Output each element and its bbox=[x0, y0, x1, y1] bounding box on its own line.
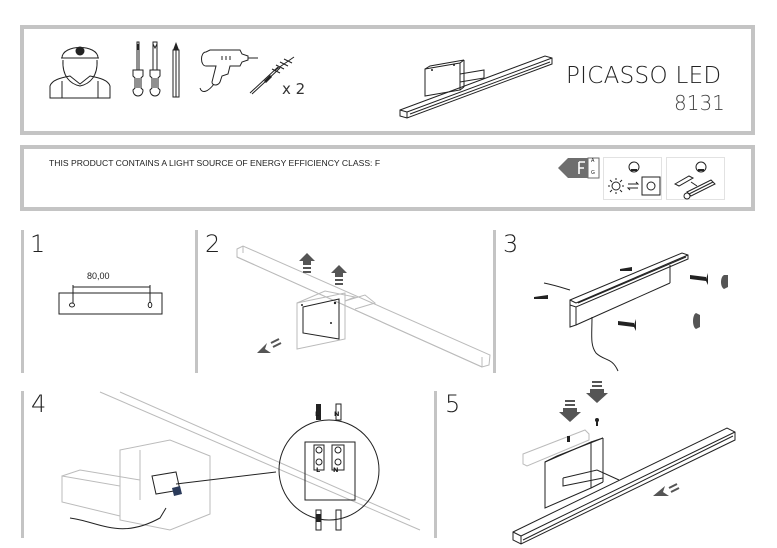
drilling-template-diagram bbox=[58, 285, 163, 315]
pencil-icon bbox=[172, 42, 180, 98]
step-1-divider bbox=[21, 230, 24, 373]
wall-plug-screw-icon bbox=[249, 56, 295, 95]
step-4-wiring-diagram bbox=[61, 391, 421, 531]
terminal-label-l-top: L bbox=[315, 410, 320, 418]
plug-quantity: x 2 bbox=[282, 80, 306, 98]
terminal-label-n-bottom: N bbox=[333, 466, 339, 474]
step-4-number: 4 bbox=[31, 390, 47, 418]
hole-spacing-dimension: 80,00 bbox=[87, 271, 110, 281]
installer-icon bbox=[49, 46, 111, 99]
control-gear-replaceable-by-professional-icon bbox=[666, 157, 725, 200]
drill-icon bbox=[199, 49, 258, 92]
energy-scale-top: A bbox=[591, 158, 595, 164]
step-5-divider bbox=[434, 391, 437, 538]
step-2-detach-diagram bbox=[236, 245, 491, 368]
terminal-label-n-top: N bbox=[334, 410, 340, 418]
energy-statement: THIS PRODUCT CONTAINS A LIGHT SOURCE OF … bbox=[49, 158, 381, 168]
step-1-number: 1 bbox=[30, 230, 46, 258]
product-name: PICASSO LED bbox=[566, 63, 722, 89]
light-source-replaceable-by-professional-icon bbox=[603, 157, 662, 200]
energy-class-label: F A G bbox=[558, 157, 600, 179]
step-5-mount-diagram bbox=[512, 381, 736, 545]
terminal-label-l-bottom: L bbox=[316, 466, 321, 474]
step-3-wall-bracket-diagram bbox=[534, 252, 728, 372]
step-3-divider bbox=[493, 230, 496, 373]
screwdriver-flat-icon bbox=[149, 41, 161, 97]
step-2-number: 2 bbox=[205, 230, 221, 258]
screwdriver-phillips-icon bbox=[132, 41, 144, 97]
step-5-number: 5 bbox=[445, 390, 461, 418]
step-2-divider bbox=[195, 230, 198, 373]
header-panel bbox=[20, 25, 755, 135]
energy-scale-bottom: G bbox=[591, 170, 595, 176]
step-4-divider bbox=[21, 391, 24, 538]
model-number: 8131 bbox=[674, 91, 725, 115]
step-3-number: 3 bbox=[503, 230, 519, 258]
product-lamp-icon bbox=[399, 55, 553, 119]
